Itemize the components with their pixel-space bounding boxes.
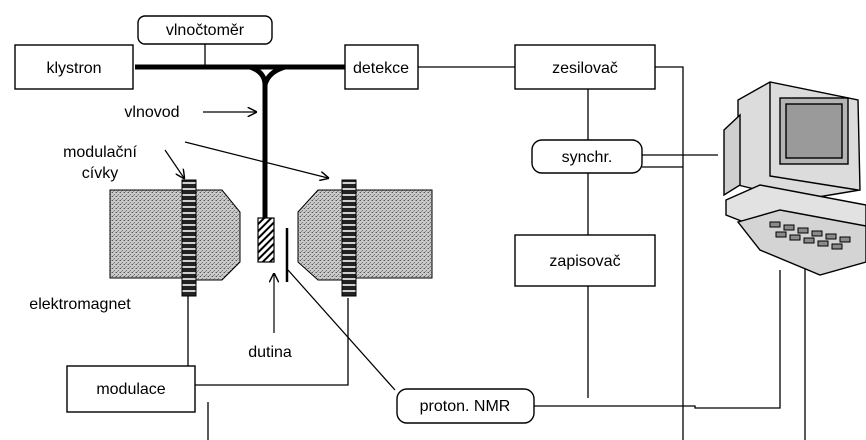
signal-lines: [187, 35, 806, 440]
arrows: [164, 112, 328, 333]
electromagnet-left: [109, 179, 241, 297]
vlnocetmer-label: vlnočtoměr: [166, 22, 245, 39]
zesilovac-box: [514, 44, 656, 90]
vlnocetmer-box: [137, 15, 273, 45]
detekce-label: detekce: [353, 60, 409, 77]
modulace-box: [66, 365, 196, 413]
klystron-box: [14, 44, 134, 90]
coil-left: [181, 179, 197, 297]
line-zesilovac-right: [655, 66, 684, 440]
waveguide: [135, 64, 345, 218]
elektromagnet-label: elektromagnet: [29, 296, 131, 313]
modulacni-label-2: cívky: [82, 165, 118, 182]
arrow-coil-right: [184, 141, 328, 178]
line-nmr-probe: [287, 269, 396, 391]
coil-right: [341, 179, 357, 297]
zapisovac-label: zapisovač: [549, 253, 620, 270]
line-modulace-coil: [195, 298, 349, 386]
klystron-label: klystron: [46, 60, 101, 77]
synchr-box: [531, 139, 643, 174]
proton-nmr-box: [396, 388, 535, 424]
modulacni-label-1: modulační: [63, 144, 137, 161]
vlnovod-label: vlnovod: [124, 104, 179, 121]
proton-nmr-label: proton. NMR: [420, 398, 511, 415]
zesilovac-label: zesilovač: [552, 60, 618, 77]
arrow-coil-left: [164, 149, 184, 178]
dutina-label: dutina: [248, 344, 292, 361]
cavity: [257, 217, 275, 263]
detekce-box: [344, 44, 419, 90]
modulace-label: modulace: [96, 381, 165, 398]
synchr-label: synchr.: [562, 149, 613, 166]
line-nmr-computer: [534, 270, 781, 409]
electromagnet-right: [297, 179, 433, 297]
zapisovac-box: [514, 234, 656, 287]
computer-icon: [723, 81, 866, 276]
